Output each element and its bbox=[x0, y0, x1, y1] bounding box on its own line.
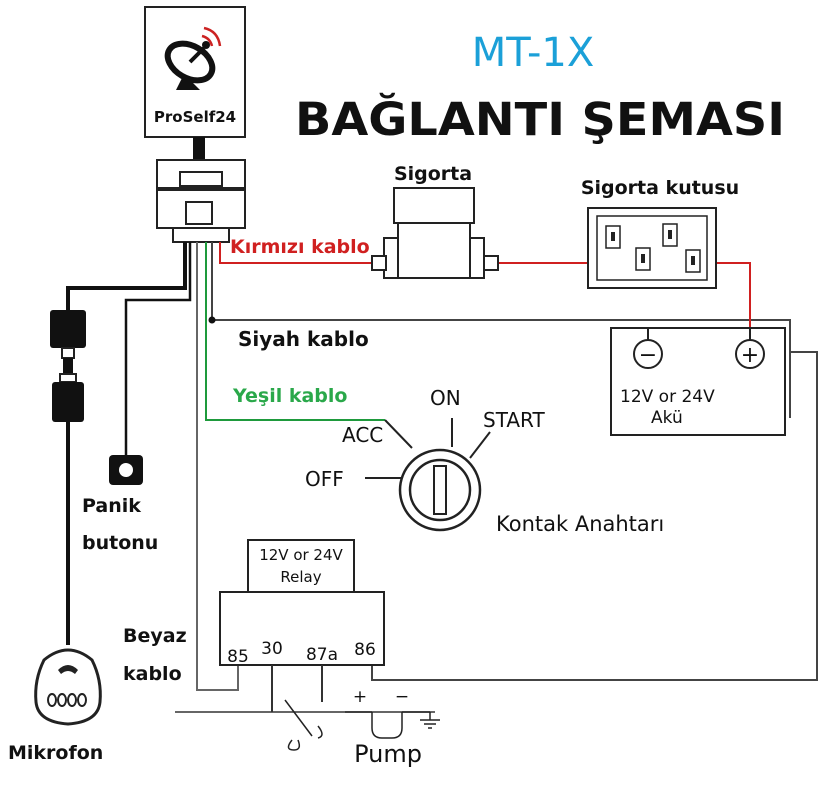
relay-pin-87a: 87a bbox=[306, 645, 338, 665]
red-wire-label: Kırmızı kablo bbox=[230, 236, 370, 258]
ignition-switch bbox=[365, 418, 491, 532]
minus-terminal-icon bbox=[633, 339, 663, 369]
device-brand-label: ProSelf24 bbox=[154, 108, 236, 126]
pump-icon bbox=[345, 711, 430, 739]
diagram-heading: BAĞLANTI ŞEMASI bbox=[295, 93, 785, 146]
relay-rating-line2: Relay bbox=[280, 568, 321, 586]
ignition-acc-label: ACC bbox=[342, 423, 383, 447]
microphone-icon bbox=[34, 648, 102, 726]
battery-voltage-label: 12V or 24V bbox=[620, 387, 715, 407]
fuse-box bbox=[587, 207, 717, 289]
battery-label: Akü bbox=[651, 408, 683, 428]
microphone-jack bbox=[50, 310, 86, 422]
battery-plus-symbol: + bbox=[741, 343, 759, 368]
panic-button bbox=[109, 455, 143, 485]
relay-pin-85: 85 bbox=[227, 647, 249, 667]
ignition-switch-label: Kontak Anahtarı bbox=[496, 512, 664, 536]
ignition-start-label: START bbox=[483, 408, 545, 432]
panic-button-label-line1: Panik bbox=[82, 495, 141, 517]
white-wire-label-line1: Beyaz bbox=[123, 625, 187, 647]
fuse bbox=[371, 187, 499, 279]
ignition-on-label: ON bbox=[430, 386, 461, 410]
pump-label: Pump bbox=[354, 740, 422, 768]
pump-switch-icon bbox=[284, 699, 323, 751]
relay-pin-86: 86 bbox=[354, 640, 376, 660]
black-wire-label: Siyah kablo bbox=[238, 327, 369, 351]
relay-rating-line1: 12V or 24V bbox=[259, 546, 343, 564]
relay bbox=[219, 539, 385, 666]
harness-connector bbox=[156, 159, 246, 243]
ground-icon bbox=[420, 712, 440, 729]
fuse-box-label: Sigorta kutusu bbox=[581, 177, 739, 199]
relay-pin-30: 30 bbox=[261, 639, 283, 659]
model-title: MT-1X bbox=[472, 30, 595, 76]
white-wire-label-line2: kablo bbox=[123, 663, 182, 685]
battery-minus-symbol: − bbox=[639, 343, 657, 368]
pump-minus-terminal: − bbox=[395, 687, 409, 707]
tracker-device: ProSelf24 bbox=[144, 6, 246, 138]
satellite-dish-icon bbox=[164, 26, 222, 90]
battery: − + 12V or 24V Akü bbox=[610, 327, 786, 436]
green-wire-label: Yeşil kablo bbox=[232, 385, 347, 407]
microphone-label: Mikrofon bbox=[8, 742, 103, 764]
ignition-off-label: OFF bbox=[305, 467, 344, 491]
fuse-label: Sigorta bbox=[394, 163, 472, 185]
plus-terminal-icon bbox=[735, 339, 765, 369]
panic-button-label-line2: butonu bbox=[82, 532, 158, 554]
pump-plus-terminal: + bbox=[353, 687, 367, 707]
